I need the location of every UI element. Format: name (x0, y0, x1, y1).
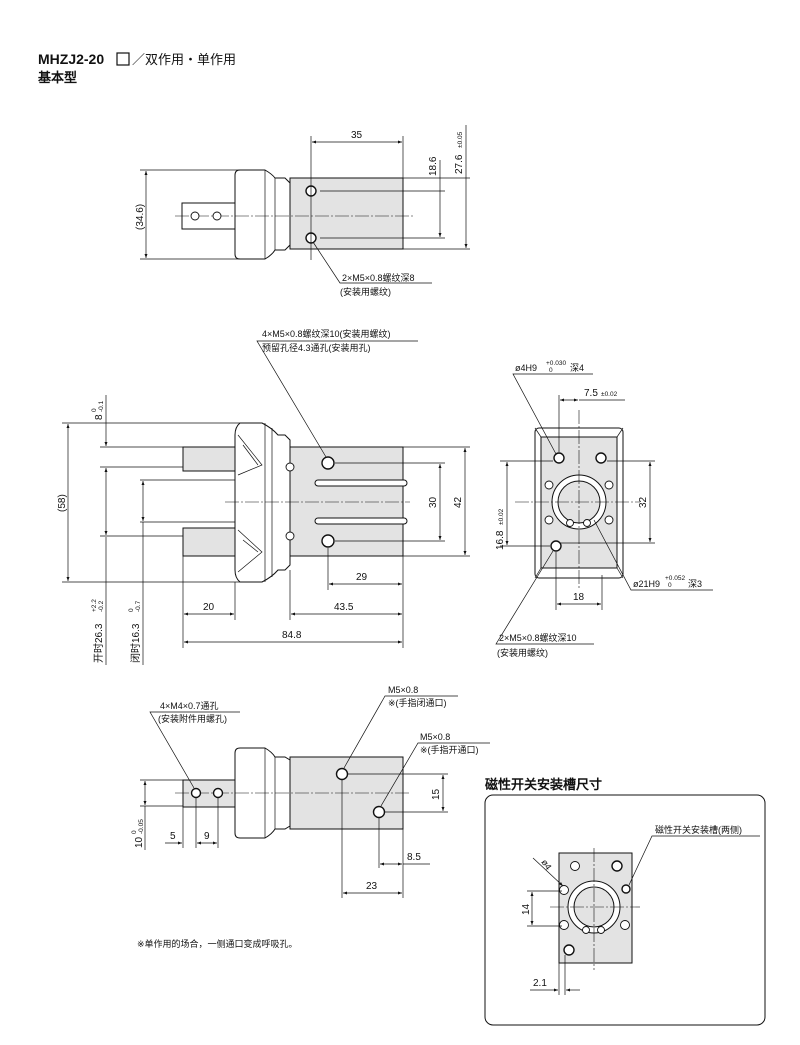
pin-hole (285, 462, 295, 472)
bore-note: ø21H9 (633, 579, 660, 589)
dim-16-8: 16.8 (495, 530, 506, 550)
mount-thread-note: 2×M5×0.8螺纹深8 (342, 272, 415, 283)
pin-hole-note: ø4H9 (515, 363, 537, 373)
footnote: ※单作用的场合，一侧通口变成呼吸孔。 (137, 938, 298, 949)
tol-27-6: ±0.05 (457, 131, 464, 148)
dim-42: 42 (453, 496, 464, 508)
end-view: 7.5 ±0.02 32 16.8 ±0.02 18 ø4H9 +0.030 0… (495, 360, 713, 658)
close-port-note: M5×0.8 (388, 685, 418, 695)
end-mount-note-sub: (安装用螺纹) (497, 647, 548, 658)
side-view: (58) 8 0 -0.1 开时26.3 +2.2 -0.2 闭时16.3 0 … (57, 328, 470, 665)
dim-open-stroke: 开时26.3 (93, 623, 105, 663)
switch-groove (621, 884, 631, 894)
tol-10-lower: -0.05 (138, 819, 145, 834)
mount-hole (321, 456, 335, 470)
pin-depth-note: 深4 (570, 363, 584, 373)
bottom-view: 15 8.5 23 5 9 10 0 -0.05 4×M4×0.7通孔 (安装附… (131, 685, 490, 949)
dim-dia-4: ø4 (539, 857, 553, 871)
tol-open-upper: +2.2 (91, 599, 98, 612)
dim-8: 8 (94, 414, 105, 420)
dim-27-6: 27.6 (454, 154, 465, 174)
small-hole (212, 211, 222, 221)
model-title: MHZJ2-20 (38, 51, 104, 67)
switch-slot (314, 517, 408, 525)
tol-7-5: ±0.02 (601, 391, 618, 398)
dim-14: 14 (521, 903, 532, 915)
model-suffix-box (116, 52, 130, 66)
dim-43-5: 43.5 (334, 602, 354, 613)
tol-pin-lower: 0 (549, 367, 553, 374)
open-port-note: M5×0.8 (420, 732, 450, 742)
port-close (335, 767, 349, 781)
switch-groove-title: 磁性开关安装槽尺寸 (485, 777, 602, 792)
dim-18-6: 18.6 (428, 156, 439, 176)
dim-23: 23 (366, 881, 378, 892)
flange (234, 169, 291, 260)
dim-32: 32 (638, 496, 649, 508)
accessory-hole (212, 787, 224, 799)
mount-hole (321, 534, 335, 548)
tol-10-upper: 0 (131, 830, 138, 834)
dim-9: 9 (204, 831, 210, 842)
finger-upper (182, 446, 239, 472)
dim-closed-stroke: 闭时16.3 (129, 623, 142, 663)
tol-bore-lower: 0 (668, 582, 672, 589)
dim-20: 20 (203, 602, 215, 613)
pin-hole (285, 531, 295, 541)
dim-84-8: 84.8 (282, 630, 302, 641)
tol-pin-upper: +0.030 (546, 360, 566, 367)
tol-8-upper: 0 (91, 408, 98, 412)
flange (234, 422, 291, 583)
tol-16-8: ±0.02 (498, 508, 505, 525)
tol-bore-upper: +0.052 (665, 575, 685, 582)
accessory-hole (190, 787, 202, 799)
dim-29: 29 (356, 572, 368, 583)
mount-thread-note: 4×M5×0.8螺纹深10(安装用螺纹) (262, 328, 391, 339)
small-hole (190, 211, 200, 221)
dim-5: 5 (170, 831, 176, 842)
mount-thread-note-sub: (安装用螺纹) (340, 286, 391, 297)
top-view: 35 18.6 27.6 ±0.05 (34.6) 2×M5×0.8螺纹深8 (… (135, 125, 470, 297)
bore-depth-note: 深3 (688, 579, 702, 589)
model-subtitle: 基本型 (37, 70, 77, 85)
tol-closed-upper: 0 (128, 608, 135, 612)
body (289, 446, 404, 557)
mount-hole-note: 预留孔径4.3通孔(安装用孔) (262, 342, 371, 353)
dim-30: 30 (428, 496, 439, 508)
tol-8-lower: -0.1 (98, 400, 105, 412)
dim-2-1: 2.1 (533, 978, 547, 989)
finger-lower (182, 527, 239, 557)
dim-7-5: 7.5 (584, 388, 598, 399)
close-port-note-sub: ※(手指闭通口) (388, 697, 447, 708)
model-action-type: ／双作用・单作用 (132, 52, 236, 67)
switch-slot (314, 479, 408, 487)
page-header: MHZJ2-20 ／双作用・单作用 基本型 (37, 51, 236, 85)
dim-34-6: (34.6) (135, 204, 146, 230)
pin-hole (595, 452, 607, 464)
mount-hole (550, 540, 562, 552)
switch-groove-panel: 磁性开关安装槽尺寸 磁性开关安装槽(两侧) ø4 14 2.1 (484, 777, 766, 1026)
dim-8-5: 8.5 (407, 852, 421, 863)
panel-frame (484, 794, 766, 1026)
switch-groove-note: 磁性开关安装槽(两侧) (655, 824, 742, 835)
dim-18: 18 (573, 592, 585, 603)
end-mount-note: 2×M5×0.8螺纹深10 (499, 632, 577, 643)
accessory-hole-note: 4×M4×0.7通孔 (160, 701, 219, 711)
accessory-hole-note-sub: (安装附件用螺孔) (158, 713, 227, 724)
dim-10: 10 (134, 836, 145, 848)
open-port-note-sub: ※(手指开通口) (420, 744, 479, 755)
dim-15: 15 (431, 788, 442, 800)
tol-open-lower: -0.2 (98, 600, 105, 612)
pin-hole (553, 452, 565, 464)
dim-58: (58) (57, 494, 68, 512)
port-open (372, 805, 386, 819)
tol-closed-lower: -0.7 (135, 600, 142, 612)
dim-35: 35 (351, 130, 363, 141)
